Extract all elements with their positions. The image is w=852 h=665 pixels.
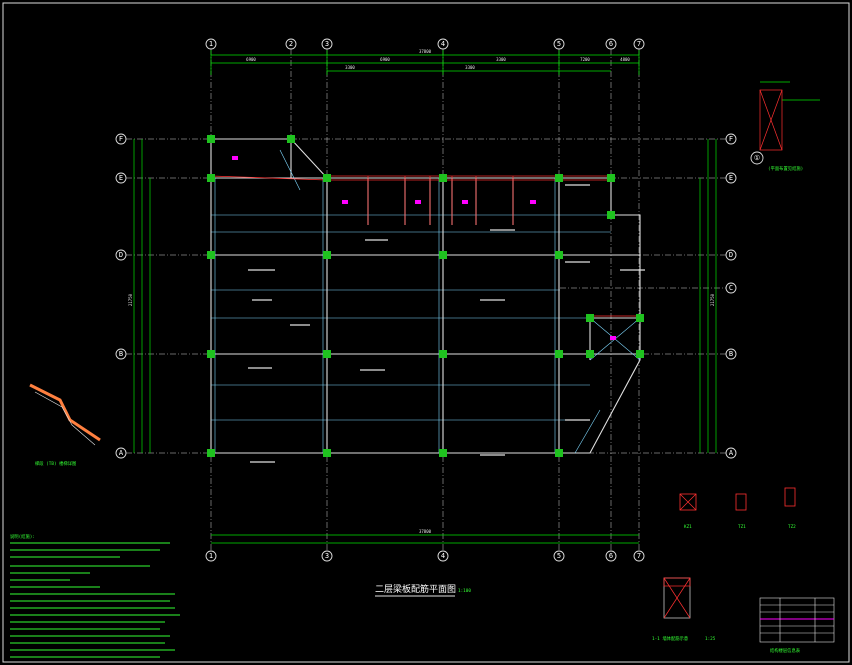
svg-text:B: B (729, 350, 733, 358)
grid-bubble-6-top: 6 (605, 38, 617, 50)
svg-text:4: 4 (441, 552, 445, 560)
svg-text:D: D (729, 251, 733, 259)
svg-text:7200: 7200 (580, 57, 590, 62)
grid-bubble-C-right: C (725, 282, 737, 294)
grid-bubble-3-bottom: 3 (321, 550, 333, 562)
svg-text:1: 1 (209, 40, 213, 48)
svg-text:1: 1 (209, 552, 213, 560)
grid-bubble-E-left: E (115, 172, 127, 184)
section-mark: ① (754, 154, 760, 162)
tz2-label: TZ2 (788, 524, 796, 530)
svg-text:6: 6 (609, 40, 613, 48)
svg-text:3300: 3300 (465, 65, 475, 70)
kz1-label: KZ1 (684, 524, 692, 530)
svg-text:F: F (729, 135, 733, 143)
wall-detail-caption: 1-1 墙体配筋示意 (652, 635, 688, 642)
grid-bubble-D-right: D (725, 249, 737, 261)
drawing-title: 二层梁板配筋平面图 (375, 583, 456, 595)
right-grid-bubbles: F E D C B A (725, 133, 737, 459)
grid-bubble-1-bottom: 1 (205, 550, 217, 562)
svg-text:F: F (119, 135, 123, 143)
svg-text:3300: 3300 (345, 65, 355, 70)
grid-bubble-7-top: 7 (633, 38, 645, 50)
drawing-scale: 1:100 (458, 588, 471, 594)
svg-text:5: 5 (557, 552, 561, 560)
magenta-markers (232, 156, 616, 340)
grid-bubble-D-left: D (115, 249, 127, 261)
total-width-right: 21750 (710, 293, 715, 306)
svg-text:3: 3 (325, 552, 329, 560)
svg-text:3: 3 (325, 40, 329, 48)
stair-detail: 梯段 (TB) 楼梯详图 (29, 383, 101, 467)
grid-bubble-A-right: A (725, 447, 737, 459)
notes-title: 说明(结施): (10, 533, 35, 540)
grid-bubble-2-top: 2 (285, 38, 297, 50)
grid-bubble-1-top: 1 (205, 38, 217, 50)
grid-bubble-B-right: B (725, 348, 737, 360)
section-detail-top-right: ① (平面布置见结施) (750, 81, 820, 172)
total-length-top: 37800 (419, 49, 432, 54)
svg-text:7: 7 (637, 40, 641, 48)
grid-bubble-4-bottom: 4 (437, 550, 449, 562)
svg-text:D: D (119, 251, 123, 259)
svg-text:A: A (119, 449, 124, 457)
grid-bubble-6-bottom: 6 (605, 550, 617, 562)
svg-text:4: 4 (441, 40, 445, 48)
top-dimension-values: 6900 6900 3300 7200 4800 3300 3300 (246, 57, 630, 70)
column-details: KZ1 TZ1 TZ2 (679, 487, 796, 530)
svg-text:B: B (119, 350, 123, 358)
grid-bubble-4-top: 4 (437, 38, 449, 50)
top-grid-bubbles: 1 2 3 4 5 6 7 (205, 38, 645, 50)
wall-detail: 1-1 墙体配筋示意 1:25 (652, 577, 716, 642)
grid-bubble-5-top: 5 (553, 38, 565, 50)
stair-caption: 梯段 (TB) 楼梯详图 (35, 460, 76, 467)
svg-text:E: E (729, 174, 733, 182)
grid-bubble-A-left: A (115, 447, 127, 459)
beam-annotations (248, 184, 645, 463)
columns (207, 135, 644, 457)
svg-text:C: C (729, 284, 733, 292)
grid-bubble-3-top: 3 (321, 38, 333, 50)
tz1-label: TZ1 (738, 524, 746, 530)
bottom-grid-bubbles: 1 3 4 5 6 7 (205, 550, 645, 562)
svg-text:E: E (119, 174, 123, 182)
grid-bubble-7-bottom: 7 (633, 550, 645, 562)
grid-bubble-5-bottom: 5 (553, 550, 565, 562)
svg-text:6900: 6900 (380, 57, 390, 62)
svg-text:A: A (729, 449, 734, 457)
grid-bubble-B-left: B (115, 348, 127, 360)
total-length-bottom: 37800 (419, 529, 432, 534)
svg-text:4800: 4800 (620, 57, 630, 62)
general-notes: 说明(结施): (10, 533, 180, 658)
grid-bubble-F-right: F (725, 133, 737, 145)
grid-bubble-E-right: E (725, 172, 737, 184)
beam-layout (210, 138, 641, 454)
left-grid-bubbles: F E D B A (115, 133, 127, 459)
svg-text:5: 5 (557, 40, 561, 48)
wall-detail-scale: 1:25 (705, 636, 716, 642)
svg-text:6900: 6900 (246, 57, 256, 62)
hatched-openings (210, 175, 640, 317)
svg-text:3300: 3300 (496, 57, 506, 62)
floor-info-table: 结构楼层信息表 (759, 597, 835, 654)
section-caption: (平面布置见结施) (768, 165, 803, 172)
table-label: 结构楼层信息表 (770, 647, 801, 654)
svg-text:7: 7 (637, 552, 641, 560)
dimension-chains (133, 50, 717, 544)
svg-text:6: 6 (609, 552, 613, 560)
axis-lines (126, 49, 726, 551)
total-width-left: 21750 (128, 293, 133, 306)
grid-bubble-F-left: F (115, 133, 127, 145)
svg-text:2: 2 (289, 40, 293, 48)
